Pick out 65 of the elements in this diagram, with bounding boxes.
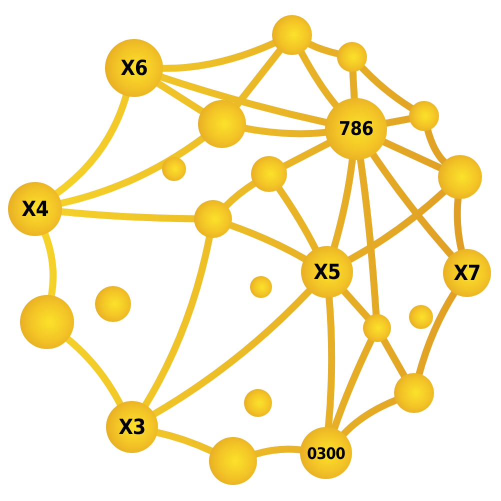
labeled-sphere [300,427,352,479]
sphere [250,276,272,298]
connector-line [244,124,327,138]
connector-line [156,428,214,454]
connector-line [359,64,414,112]
sphere [20,295,74,349]
sphere [194,200,232,238]
connector-line [228,222,308,262]
sphere [198,100,246,148]
connector-line [152,288,312,418]
connector-line [60,208,196,222]
sphere [272,15,312,55]
connector-line [298,50,340,108]
sphere-label: X7 [454,261,480,285]
sphere [438,155,482,199]
sphere [95,286,131,322]
connector-line [54,94,130,197]
connector-line [382,138,442,172]
connector-line [223,180,257,209]
sphere [394,373,434,413]
sphere-label: X5 [314,260,340,284]
labeled-sphere [106,401,158,453]
sphere [409,101,439,131]
sphere [363,314,391,342]
connector-line [254,446,302,458]
connector-line [424,128,448,165]
labeled-sphere [325,98,387,160]
connector-line [341,288,371,321]
connector-line [162,40,276,72]
connector-line [330,158,356,249]
connector-line [60,134,206,207]
connector-line [356,158,380,316]
connector-line [330,338,375,430]
connector-line [370,152,454,258]
connector-line [282,140,331,170]
connector-line [276,186,319,252]
sphere-label: X3 [118,415,146,439]
connector-line [349,70,358,100]
connector-line [159,73,328,126]
sphere [337,42,367,72]
labeled-sphere [8,182,62,236]
connector-line [41,232,57,297]
connector-line [347,188,447,264]
connector-line [142,236,213,408]
sphere [409,305,433,329]
connector-line [416,290,458,376]
connector-line [233,48,283,108]
connector-line [156,80,204,115]
connector-line [324,296,336,428]
sphere-label: X6 [120,56,148,80]
connector-line [384,115,411,127]
connector-line [340,396,398,438]
connector-line [307,40,340,58]
sphere [162,157,186,181]
connector-line [380,338,408,378]
labeled-sphere [301,246,353,298]
sphere [244,389,272,417]
sphere-label: 786 [338,118,374,140]
sphere [251,156,287,192]
labeled-sphere [443,249,491,297]
sphere-label: 0300 [306,444,346,462]
sphere [209,437,257,485]
connector-line [64,336,124,406]
sphere-label: X4 [22,197,48,221]
connector-line [454,198,465,252]
